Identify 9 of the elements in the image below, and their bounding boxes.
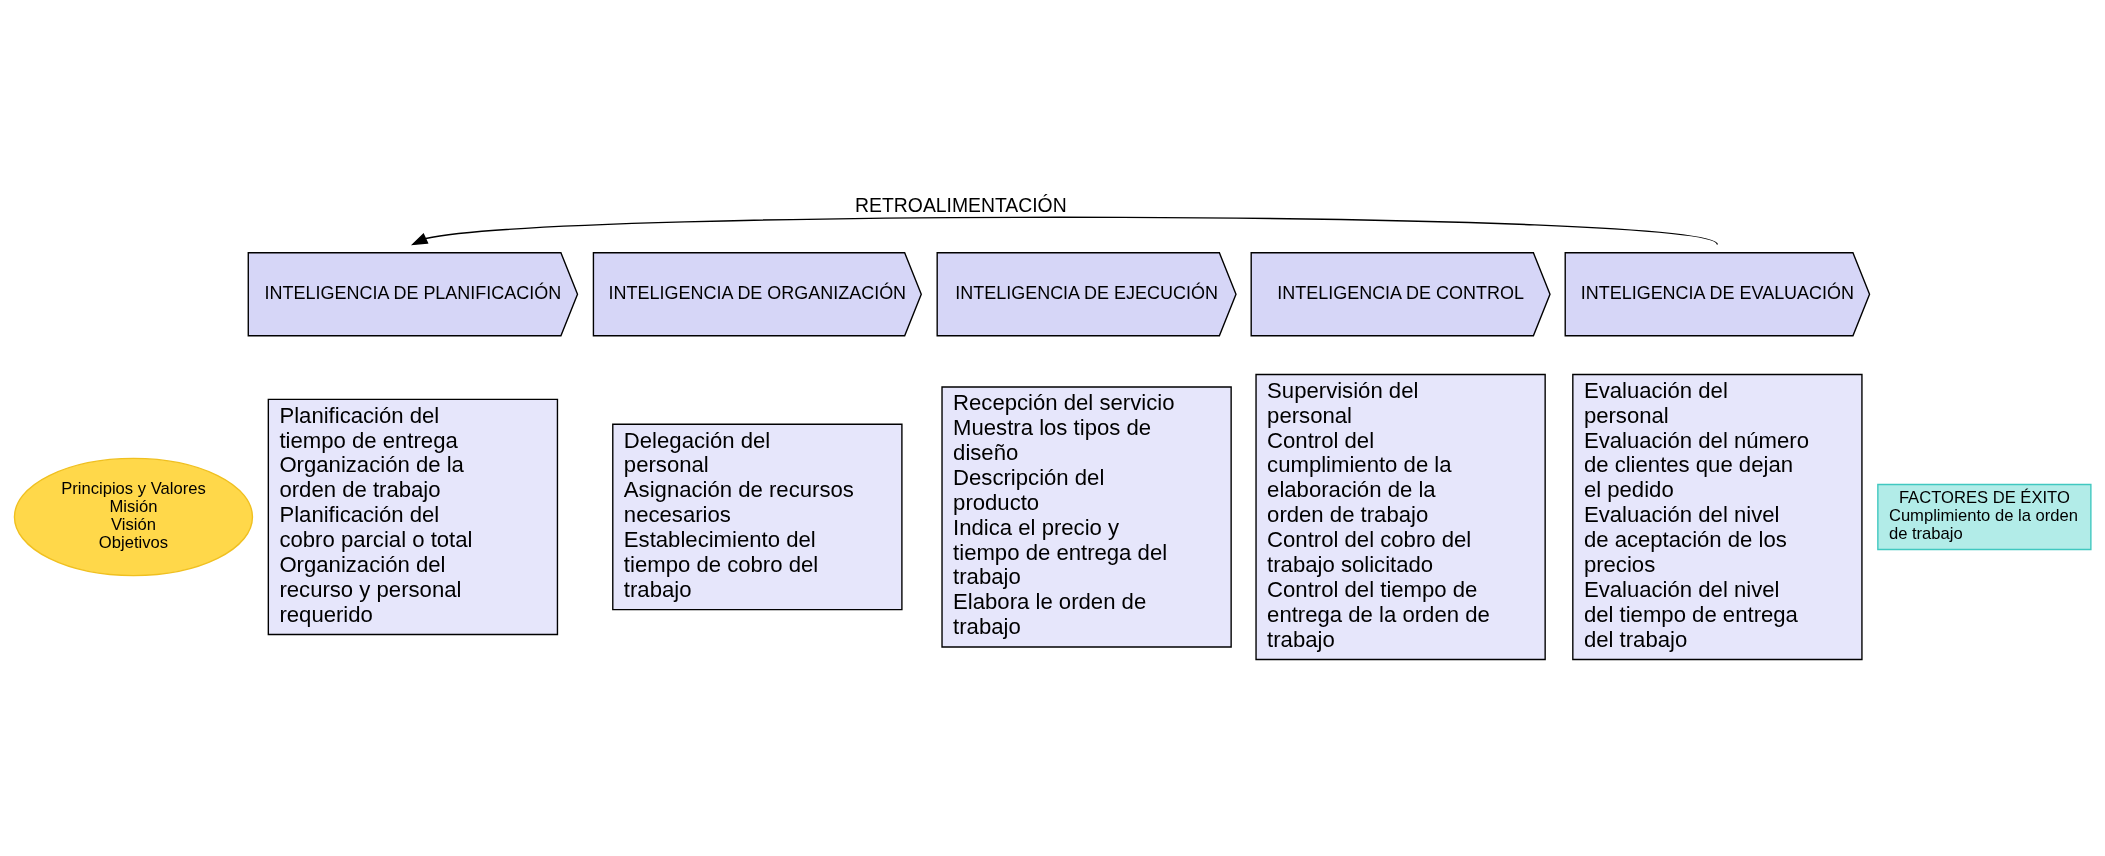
- node-box: Supervisión del personal Control del cumplimiento de la elaboración de la orden de trabajo Control del cobro del trabajo solicitado Control del tiempo de entrega de la orden de trabajo: [1255, 373, 1546, 661]
- node-box: Delegación del personal Asignación de recursos necesarios Establecimiento del tiempo de cobro del trabajo: [612, 423, 903, 611]
- node-box: Recepción del servicio Muestra los tipos de diseño Descripción del producto Indica el precio y tiempo de entrega del trabajo Elabora le orden de trabajo: [941, 386, 1232, 648]
- arrow: [411, 216, 1719, 246]
- node-box: Planificación del tiempo de entrega Organización de la orden de trabajo Planificación del cobro parcial o total Organización del recurso y personal requerido: [267, 398, 559, 636]
- node-box: Evaluación del personal Evaluación del número de clientes que dejan el pedido Evaluación del nivel de aceptación de los precios Evaluación del nivel del tiempo de entrega del trabajo: [1572, 373, 1863, 661]
- edge-label: RETROALIMENTACIÓN: [855, 194, 1067, 217]
- node-ellipse: Principios y Valores Misión Visión Objetivos: [13, 457, 254, 577]
- node-box: FACTORES DE ÉXITO Cumplimiento de la orden de trabajo: [1877, 483, 2092, 551]
